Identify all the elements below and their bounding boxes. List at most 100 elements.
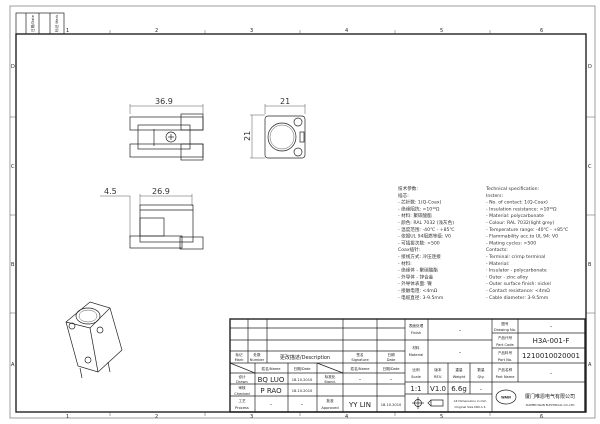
spec-line-cn: - 芯针数: 1(Q-Coax) [398,199,442,206]
spec-english: Technical specification:Insters:- No. of… [485,186,568,301]
drawn-name: BQ LUO [258,376,285,384]
qty-label-cn: 数量 [477,367,485,372]
scale-label-cn: 比例 [412,367,420,372]
stand-name: – [359,377,362,383]
projection-symbol-icon [412,397,444,409]
name-header: 姓名/Name [261,366,281,371]
column-marker: 4 [345,28,348,34]
row-marker: B [11,262,15,268]
dimension-front-height: 21 [243,131,252,141]
column-marker: 6 [540,28,543,34]
qty-label: Qty. [478,375,485,379]
name-header: 姓名/Name [350,366,370,371]
spec-line-en: - Temperature range: -40℃ - +85℃ [486,227,568,233]
spec-line-en: - Mating cycles: >500 [486,240,536,246]
drawn-label-cn: 设计 [238,374,246,379]
spec-line-en: Contacts: [486,247,508,253]
row-marker: B [588,262,592,268]
date-header: 日期/Date [383,366,401,371]
finish-label: Finish [411,331,421,335]
spec-line-cn: - 温度范围: -40℃ - +85℃ [398,226,455,233]
side-view: 4.5 26.9 [100,187,204,250]
part-name-label-cn: 产品名称 [498,367,513,372]
process-name: – [270,402,273,408]
part-name-value: – [550,371,553,377]
spec-line-en: - Cable diameter: 3-9.5mm [486,295,549,301]
spec-line-cn: - 绝缘体 - 聚碳酸酯 [398,267,438,274]
corner-label: 日期/Date [30,14,35,32]
finish-value: – [459,328,462,334]
column-marker: 3 [250,28,253,34]
material-label-cn: 材料 [412,345,420,350]
title-block: 标记 Mark 处数 Number 更改描述/Description 签名 Si… [229,318,586,413]
finish-label-cn: 表面处理 [409,323,424,328]
dimension-side-offset: 4.5 [104,187,117,196]
svg-text:WAIN: WAIN [501,396,511,400]
drawn-label: Drawn [236,380,248,384]
spec-line-en: - Flammability acc.to UL 94: V0 [486,234,558,240]
material-label: Material [409,353,424,357]
zone-markers: 1 2 3 4 5 6 1 2 3 4 5 6 D C B A D C B A [10,28,595,420]
date-label-cn: 日期 [387,352,395,357]
signature-label: Signature [351,358,369,362]
weight-label-cn: 重量 [455,367,463,372]
stand-date: – [390,377,393,383]
description-label: 更改描述/Description [280,354,330,361]
stand-label: Stand. [324,380,336,384]
weight-value: 6.6g [451,385,467,393]
spec-line-cn: 技术参数: [398,185,418,192]
mark-label: Mark [235,358,245,362]
spec-line-en: - Material: polycarbonate [486,213,544,219]
drawing-no-label: Drawing No. [494,328,516,332]
part-name-label: Part Name [496,375,516,379]
drawing-no-value: – [550,324,553,330]
qty-value: – [480,387,483,393]
row-marker: A [11,362,15,368]
row-marker: C [11,164,15,170]
material-value: – [459,350,462,356]
part-no-label: Part No. [498,358,512,362]
rev-label: REV. [434,375,442,379]
drawn-date: 18.10.2010 [292,378,313,382]
number-label: Number [250,358,265,362]
spec-line-en: - Colour: RAL 7032(light grey) [486,220,554,226]
spec-line-en: Technical specification: [485,186,540,192]
outer-frame [9,5,596,419]
company-name-en: XIAMEN WAIN ELECTRICAL CO.,LTD [526,403,575,407]
spec-line-en: - Outer surface finish: nickel [486,281,551,287]
spec-line-en: - Contact resistance: <4mΩ [486,288,550,294]
number-label-cn: 处数 [253,352,261,357]
mark-label-cn: 标记 [235,352,243,357]
row-marker: A [588,362,592,368]
spec-line-cn: - 接线方式: 冷压连接 [398,253,441,260]
date-header: 日期/Date [294,366,312,371]
dimensions-note: All Dimensions in mm [454,399,487,403]
spec-line-en: - Insulation resistance: >10¹⁰Ω [486,206,557,212]
company-name-cn: 厦门唯恩电气有限公司 [525,393,575,400]
signature-label-cn: 签名 [356,352,364,357]
spec-line-en: · Outer - zinc alloy [486,274,528,280]
checked-label: Checked [234,392,249,396]
stand-label-cn: 标准化 [325,374,336,379]
spec-line-en: · Insulator - polycarbonate [486,268,547,274]
column-marker: 2 [155,414,158,420]
isometric-view [65,301,123,379]
column-marker: 1 [66,28,69,34]
spec-chinese: 技术参数:插芯:- 芯针数: 1(Q-Coax)- 绝缘阻抗: >10¹⁰Ω- … [398,185,455,301]
spec-line-en: - Material: [486,261,510,267]
spec-line-cn: - 外导体 - 锌合金 [398,273,434,280]
spec-line-cn: - 外导体表面: 镍 [398,280,432,287]
spec-line-cn: - 接触电阻: <4mΩ [398,287,438,294]
column-marker: 1 [66,414,69,420]
drawing-no-label-cn: 图号 [501,321,509,326]
spec-line-cn: - 绝缘阻抗: >10¹⁰Ω [398,205,440,212]
column-marker: 4 [345,414,348,420]
dimension-top-length: 36.9 [155,97,173,106]
spec-line-cn: - 依据UL 94阻燃等级: V0 [398,233,451,240]
column-marker: 3 [250,414,253,420]
spec-line-cn: - 材料: 聚碳酸酯 [398,212,432,219]
process-date: – [301,402,304,408]
rev-value: V1.0 [430,385,446,393]
spec-line-en: Insters: [486,193,504,199]
